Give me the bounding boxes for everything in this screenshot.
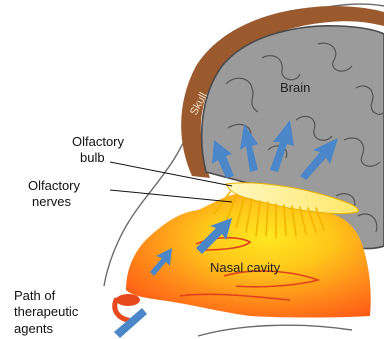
olfactory-bulb-label-line1: Olfactory xyxy=(72,134,125,149)
brain-label: Brain xyxy=(280,80,310,95)
path-label-line2: therapeutic xyxy=(14,304,79,319)
path-label-line1: Path of xyxy=(14,288,56,303)
mouth-outline xyxy=(198,325,352,336)
olfactory-bulb-label-line2: bulb xyxy=(80,150,105,165)
olfactory-nerves-label-line1: Olfactory xyxy=(28,178,81,193)
path-label-line3: agents xyxy=(14,321,54,336)
olfactory-nerves-label-line2: nerves xyxy=(32,194,72,209)
nasal-cavity-label: Nasal cavity xyxy=(210,260,281,275)
nerves-leader-line xyxy=(110,190,232,202)
